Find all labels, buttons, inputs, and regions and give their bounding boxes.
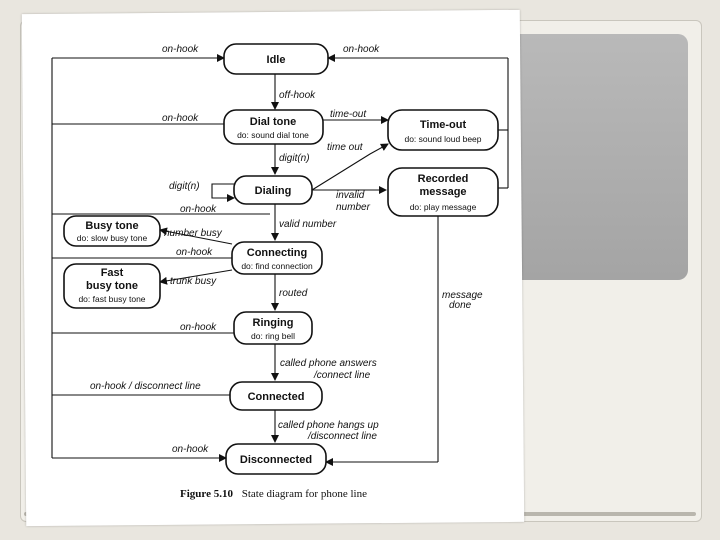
figure-caption-text: State diagram for phone line bbox=[242, 488, 367, 500]
state-connected: Connected bbox=[229, 381, 323, 411]
state-recorded-name-2: message bbox=[419, 186, 466, 198]
label-done: done bbox=[449, 300, 472, 311]
label-called-answers: called phone answers bbox=[280, 358, 377, 369]
label-number: number bbox=[336, 202, 371, 213]
label-disconnect-line: /disconnect line bbox=[307, 431, 377, 442]
state-busy-tone-name: Busy tone bbox=[85, 220, 138, 232]
state-recorded-message: Recorded message do: play message bbox=[387, 167, 499, 217]
label-on-hook-idle-left: on-hook bbox=[162, 44, 199, 55]
state-dialing-name: Dialing bbox=[255, 185, 292, 197]
transition-labels: on-hook on-hook off-hook on-hook time-ou… bbox=[90, 44, 483, 455]
state-time-out-activity: do: sound loud beep bbox=[404, 134, 481, 144]
state-time-out: Time-out do: sound loud beep bbox=[387, 109, 499, 151]
state-dialing: Dialing bbox=[233, 175, 313, 205]
label-trunk-busy: trunk busy bbox=[170, 276, 217, 287]
label-message: message bbox=[442, 290, 483, 301]
state-connecting-name: Connecting bbox=[247, 247, 308, 259]
figure-caption: Figure 5.10 State diagram for phone line bbox=[180, 488, 367, 500]
state-fast-busy-activity: do: fast busy tone bbox=[78, 294, 145, 304]
label-called-hangs-up: called phone hangs up bbox=[278, 420, 379, 431]
state-idle-name: Idle bbox=[267, 54, 286, 66]
state-idle: Idle bbox=[223, 43, 329, 75]
label-on-hook-dialing: on-hook bbox=[180, 204, 217, 215]
label-on-hook-disconnect: on-hook / disconnect line bbox=[90, 381, 201, 392]
label-connect-line: /connect line bbox=[313, 370, 371, 381]
state-busy-tone-activity: do: slow busy tone bbox=[77, 233, 148, 243]
state-recorded-name-1: Recorded bbox=[418, 173, 469, 185]
label-on-hook-ringing: on-hook bbox=[180, 322, 217, 333]
label-time-out-2: time out bbox=[327, 142, 364, 153]
state-connecting-activity: do: find connection bbox=[241, 261, 313, 271]
state-connected-name: Connected bbox=[248, 391, 305, 403]
state-time-out-name: Time-out bbox=[420, 119, 467, 131]
state-disconnected-name: Disconnected bbox=[240, 454, 312, 466]
label-on-hook-disconnected: on-hook bbox=[172, 444, 209, 455]
state-fast-busy-name-2: busy tone bbox=[86, 280, 138, 292]
label-digit-n-loop: digit(n) bbox=[169, 181, 200, 192]
state-ringing-name: Ringing bbox=[253, 317, 294, 329]
transition-lines bbox=[51, 54, 509, 466]
label-invalid: invalid bbox=[336, 190, 365, 201]
state-fast-busy-tone: Fast busy tone do: fast busy tone bbox=[63, 263, 161, 309]
label-valid-number: valid number bbox=[279, 219, 337, 230]
label-routed: routed bbox=[279, 288, 308, 299]
state-dial-tone-name: Dial tone bbox=[250, 116, 296, 128]
label-off-hook: off-hook bbox=[279, 90, 316, 101]
state-fast-busy-name-1: Fast bbox=[101, 267, 124, 279]
state-ringing-activity: do: ring bell bbox=[251, 331, 295, 341]
label-on-hook-idle-right: on-hook bbox=[343, 44, 380, 55]
state-connecting: Connecting do: find connection bbox=[231, 241, 323, 275]
state-dial-tone: Dial tone do: sound dial tone bbox=[223, 109, 324, 145]
state-disconnected: Disconnected bbox=[225, 443, 327, 475]
figure-caption-label: Figure 5.10 bbox=[180, 488, 233, 500]
state-recorded-activity: do: play message bbox=[410, 202, 477, 212]
state-dial-tone-activity: do: sound dial tone bbox=[237, 130, 309, 140]
label-number-busy: number busy bbox=[164, 228, 223, 239]
label-on-hook-connecting: on-hook bbox=[176, 247, 213, 258]
label-digit-n-down: digit(n) bbox=[279, 153, 310, 164]
label-time-out-1: time-out bbox=[330, 109, 367, 120]
state-busy-tone: Busy tone do: slow busy tone bbox=[63, 215, 161, 247]
state-ringing: Ringing do: ring bell bbox=[233, 311, 313, 345]
label-on-hook-dial-tone: on-hook bbox=[162, 113, 199, 124]
